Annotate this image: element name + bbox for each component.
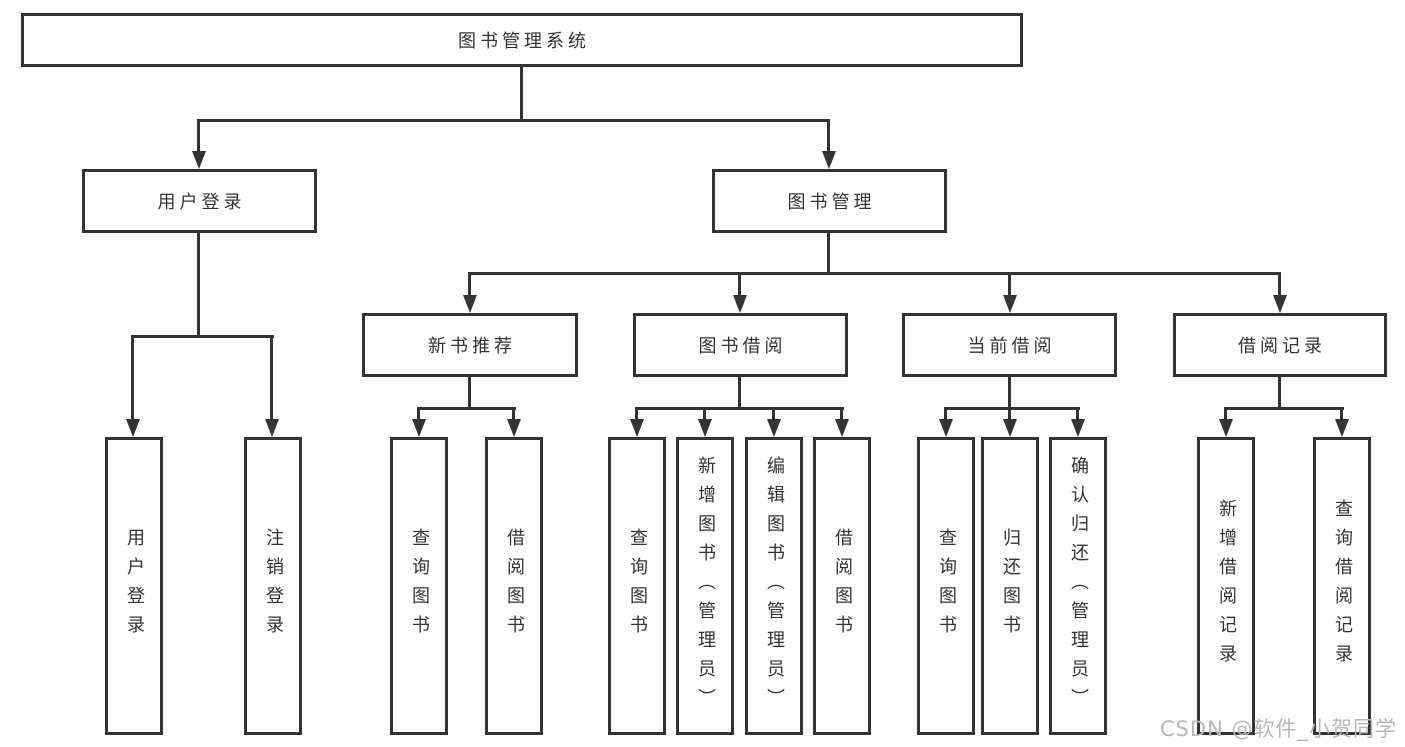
arrow-down-icon <box>939 419 953 437</box>
arrow-down-icon <box>835 419 849 437</box>
leaf-edit-books-admin-label: 编辑图书（管理员） <box>764 455 785 717</box>
node-book-management-label: 图书管理 <box>787 192 876 213</box>
connector-line <box>635 410 638 419</box>
connector-line <box>197 122 200 151</box>
arrow-down-icon <box>767 419 781 437</box>
connector-line <box>738 275 741 295</box>
connector-line <box>840 410 843 419</box>
leaf-borrow-books-recommend-label: 借阅图书 <box>504 528 525 644</box>
connector-line <box>131 338 134 419</box>
arrow-down-icon <box>1335 419 1349 437</box>
arrow-down-icon <box>1071 419 1085 437</box>
arrow-down-icon <box>192 151 206 169</box>
arrow-down-icon <box>126 419 140 437</box>
arrow-down-icon <box>1219 419 1233 437</box>
connector-line <box>1008 410 1011 419</box>
arrow-down-icon <box>1003 419 1017 437</box>
arrow-down-icon <box>822 151 836 169</box>
arrow-down-icon <box>412 419 426 437</box>
connector-line <box>131 335 274 338</box>
connector-line <box>827 233 830 275</box>
csdn-watermark: CSDN @软件_小贺同学 <box>1159 717 1397 741</box>
connector-line <box>1278 377 1281 410</box>
node-user-login-label: 用户登录 <box>157 192 246 213</box>
node-current-borrowing-label: 当前借阅 <box>967 336 1056 357</box>
node-new-book-recommend-label: 新书推荐 <box>428 336 516 357</box>
leaf-return-books: 归还图书 <box>981 437 1039 735</box>
leaf-query-borrow-record: 查询借阅记录 <box>1313 437 1371 735</box>
leaf-user-login-label: 用户登录 <box>124 528 145 644</box>
leaf-add-books-admin: 新增图书（管理员） <box>676 437 734 735</box>
leaf-add-books-admin-label: 新增图书（管理员） <box>695 455 716 717</box>
leaf-query-books-recommend-label: 查询图书 <box>409 528 430 644</box>
node-borrowing-records: 借阅记录 <box>1173 313 1387 377</box>
connector-line <box>1224 407 1344 410</box>
connector-line <box>944 410 947 419</box>
leaf-logout-label: 注销登录 <box>263 528 284 644</box>
connector-line <box>512 410 515 419</box>
leaf-query-borrow-record-label: 查询借阅记录 <box>1332 499 1353 673</box>
arrow-down-icon <box>463 295 477 313</box>
connector-line <box>703 410 706 419</box>
leaf-query-books-borrowing-label: 查询图书 <box>627 528 648 644</box>
connector-line <box>1224 410 1227 419</box>
leaf-query-books-recommend: 查询图书 <box>390 437 448 735</box>
connector-line <box>1008 275 1011 295</box>
arrow-down-icon <box>507 419 521 437</box>
node-new-book-recommend: 新书推荐 <box>362 313 578 377</box>
leaf-borrow-books-borrowing: 借阅图书 <box>813 437 871 735</box>
connector-line <box>1008 377 1011 410</box>
node-borrowing-records-label: 借阅记录 <box>1238 336 1326 357</box>
arrow-down-icon <box>630 419 644 437</box>
node-root-label: 图书管理系统 <box>458 31 590 52</box>
connector-line <box>520 67 523 122</box>
connector-line <box>1340 410 1343 419</box>
leaf-return-books-label: 归还图书 <box>1000 528 1021 644</box>
connector-line <box>270 338 273 419</box>
connector-line <box>772 410 775 419</box>
leaf-confirm-return-admin: 确认归还（管理员） <box>1049 437 1107 735</box>
node-book-management: 图书管理 <box>712 169 947 233</box>
connector-line <box>468 272 1281 275</box>
connector-line <box>197 233 200 338</box>
connector-line <box>1076 410 1079 419</box>
connector-line <box>635 407 844 410</box>
connector-line <box>468 275 471 295</box>
connector-line <box>468 377 471 410</box>
connector-line <box>417 407 516 410</box>
connector-line <box>827 122 830 151</box>
arrow-down-icon <box>733 295 747 313</box>
leaf-add-borrow-record: 新增借阅记录 <box>1197 437 1255 735</box>
leaf-query-books-current: 查询图书 <box>917 437 975 735</box>
leaf-user-login: 用户登录 <box>105 437 163 735</box>
connector-line <box>197 119 830 122</box>
leaf-borrow-books-borrowing-label: 借阅图书 <box>832 528 853 644</box>
connector-line <box>417 410 420 419</box>
node-root: 图书管理系统 <box>21 13 1023 67</box>
arrow-down-icon <box>265 419 279 437</box>
node-book-borrowing-label: 图书借阅 <box>698 336 787 357</box>
leaf-query-books-borrowing: 查询图书 <box>608 437 666 735</box>
node-user-login: 用户登录 <box>82 169 317 233</box>
node-current-borrowing: 当前借阅 <box>902 313 1117 377</box>
leaf-borrow-books-recommend: 借阅图书 <box>485 437 543 735</box>
leaf-logout: 注销登录 <box>244 437 302 735</box>
node-book-borrowing: 图书借阅 <box>633 313 848 377</box>
arrow-down-icon <box>1273 295 1287 313</box>
leaf-add-borrow-record-label: 新增借阅记录 <box>1216 499 1237 673</box>
arrow-down-icon <box>698 419 712 437</box>
connector-line <box>738 377 741 410</box>
connector-line <box>944 407 1080 410</box>
connector-line <box>1278 275 1281 295</box>
leaf-query-books-current-label: 查询图书 <box>936 528 957 644</box>
arrow-down-icon <box>1003 295 1017 313</box>
leaf-edit-books-admin: 编辑图书（管理员） <box>745 437 803 735</box>
leaf-confirm-return-admin-label: 确认归还（管理员） <box>1068 455 1089 717</box>
